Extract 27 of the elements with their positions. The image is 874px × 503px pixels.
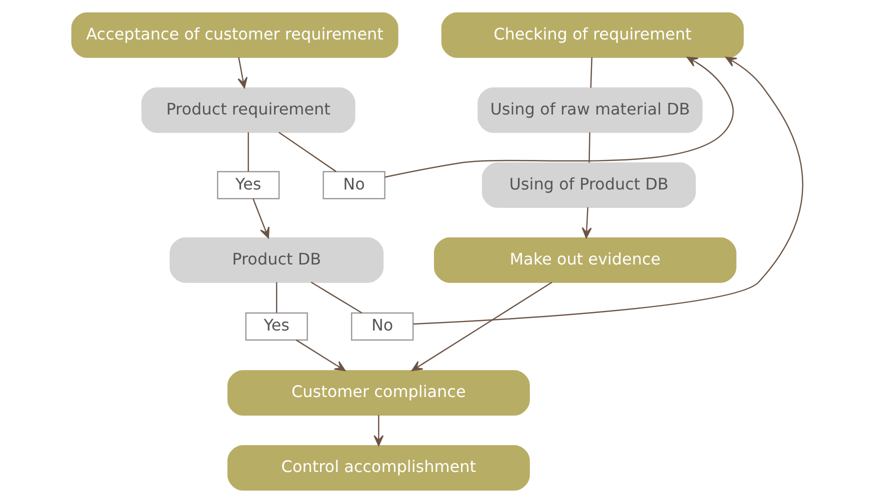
node-box: Make out evidence bbox=[433, 237, 736, 283]
connector bbox=[276, 282, 277, 313]
node-box: Yes bbox=[216, 170, 280, 200]
connector bbox=[310, 282, 362, 314]
node-box: Using of Product DB bbox=[481, 162, 696, 208]
node-box: Using of raw material DB bbox=[477, 87, 702, 133]
arrow bbox=[373, 415, 384, 446]
arrow bbox=[295, 340, 346, 372]
arrow bbox=[412, 56, 803, 325]
arrow bbox=[252, 198, 270, 238]
node-box: Checking of requirement bbox=[440, 12, 744, 58]
connector bbox=[588, 132, 590, 163]
node-box: Product DB bbox=[169, 237, 384, 283]
connector bbox=[247, 132, 248, 172]
node-box: No bbox=[322, 170, 385, 200]
arrow bbox=[581, 207, 592, 238]
node-box: Acceptance of customer requirement bbox=[70, 12, 398, 58]
node-box: Product requirement bbox=[140, 87, 355, 133]
arrow bbox=[384, 56, 734, 178]
node-box: Yes bbox=[244, 312, 308, 341]
arrow bbox=[237, 57, 248, 88]
connector bbox=[590, 57, 592, 88]
node-box: Control accomplishment bbox=[226, 445, 530, 491]
node-box: No bbox=[350, 312, 414, 341]
connector bbox=[278, 132, 336, 172]
arrow bbox=[410, 282, 552, 372]
node-box: Customer compliance bbox=[226, 370, 530, 416]
